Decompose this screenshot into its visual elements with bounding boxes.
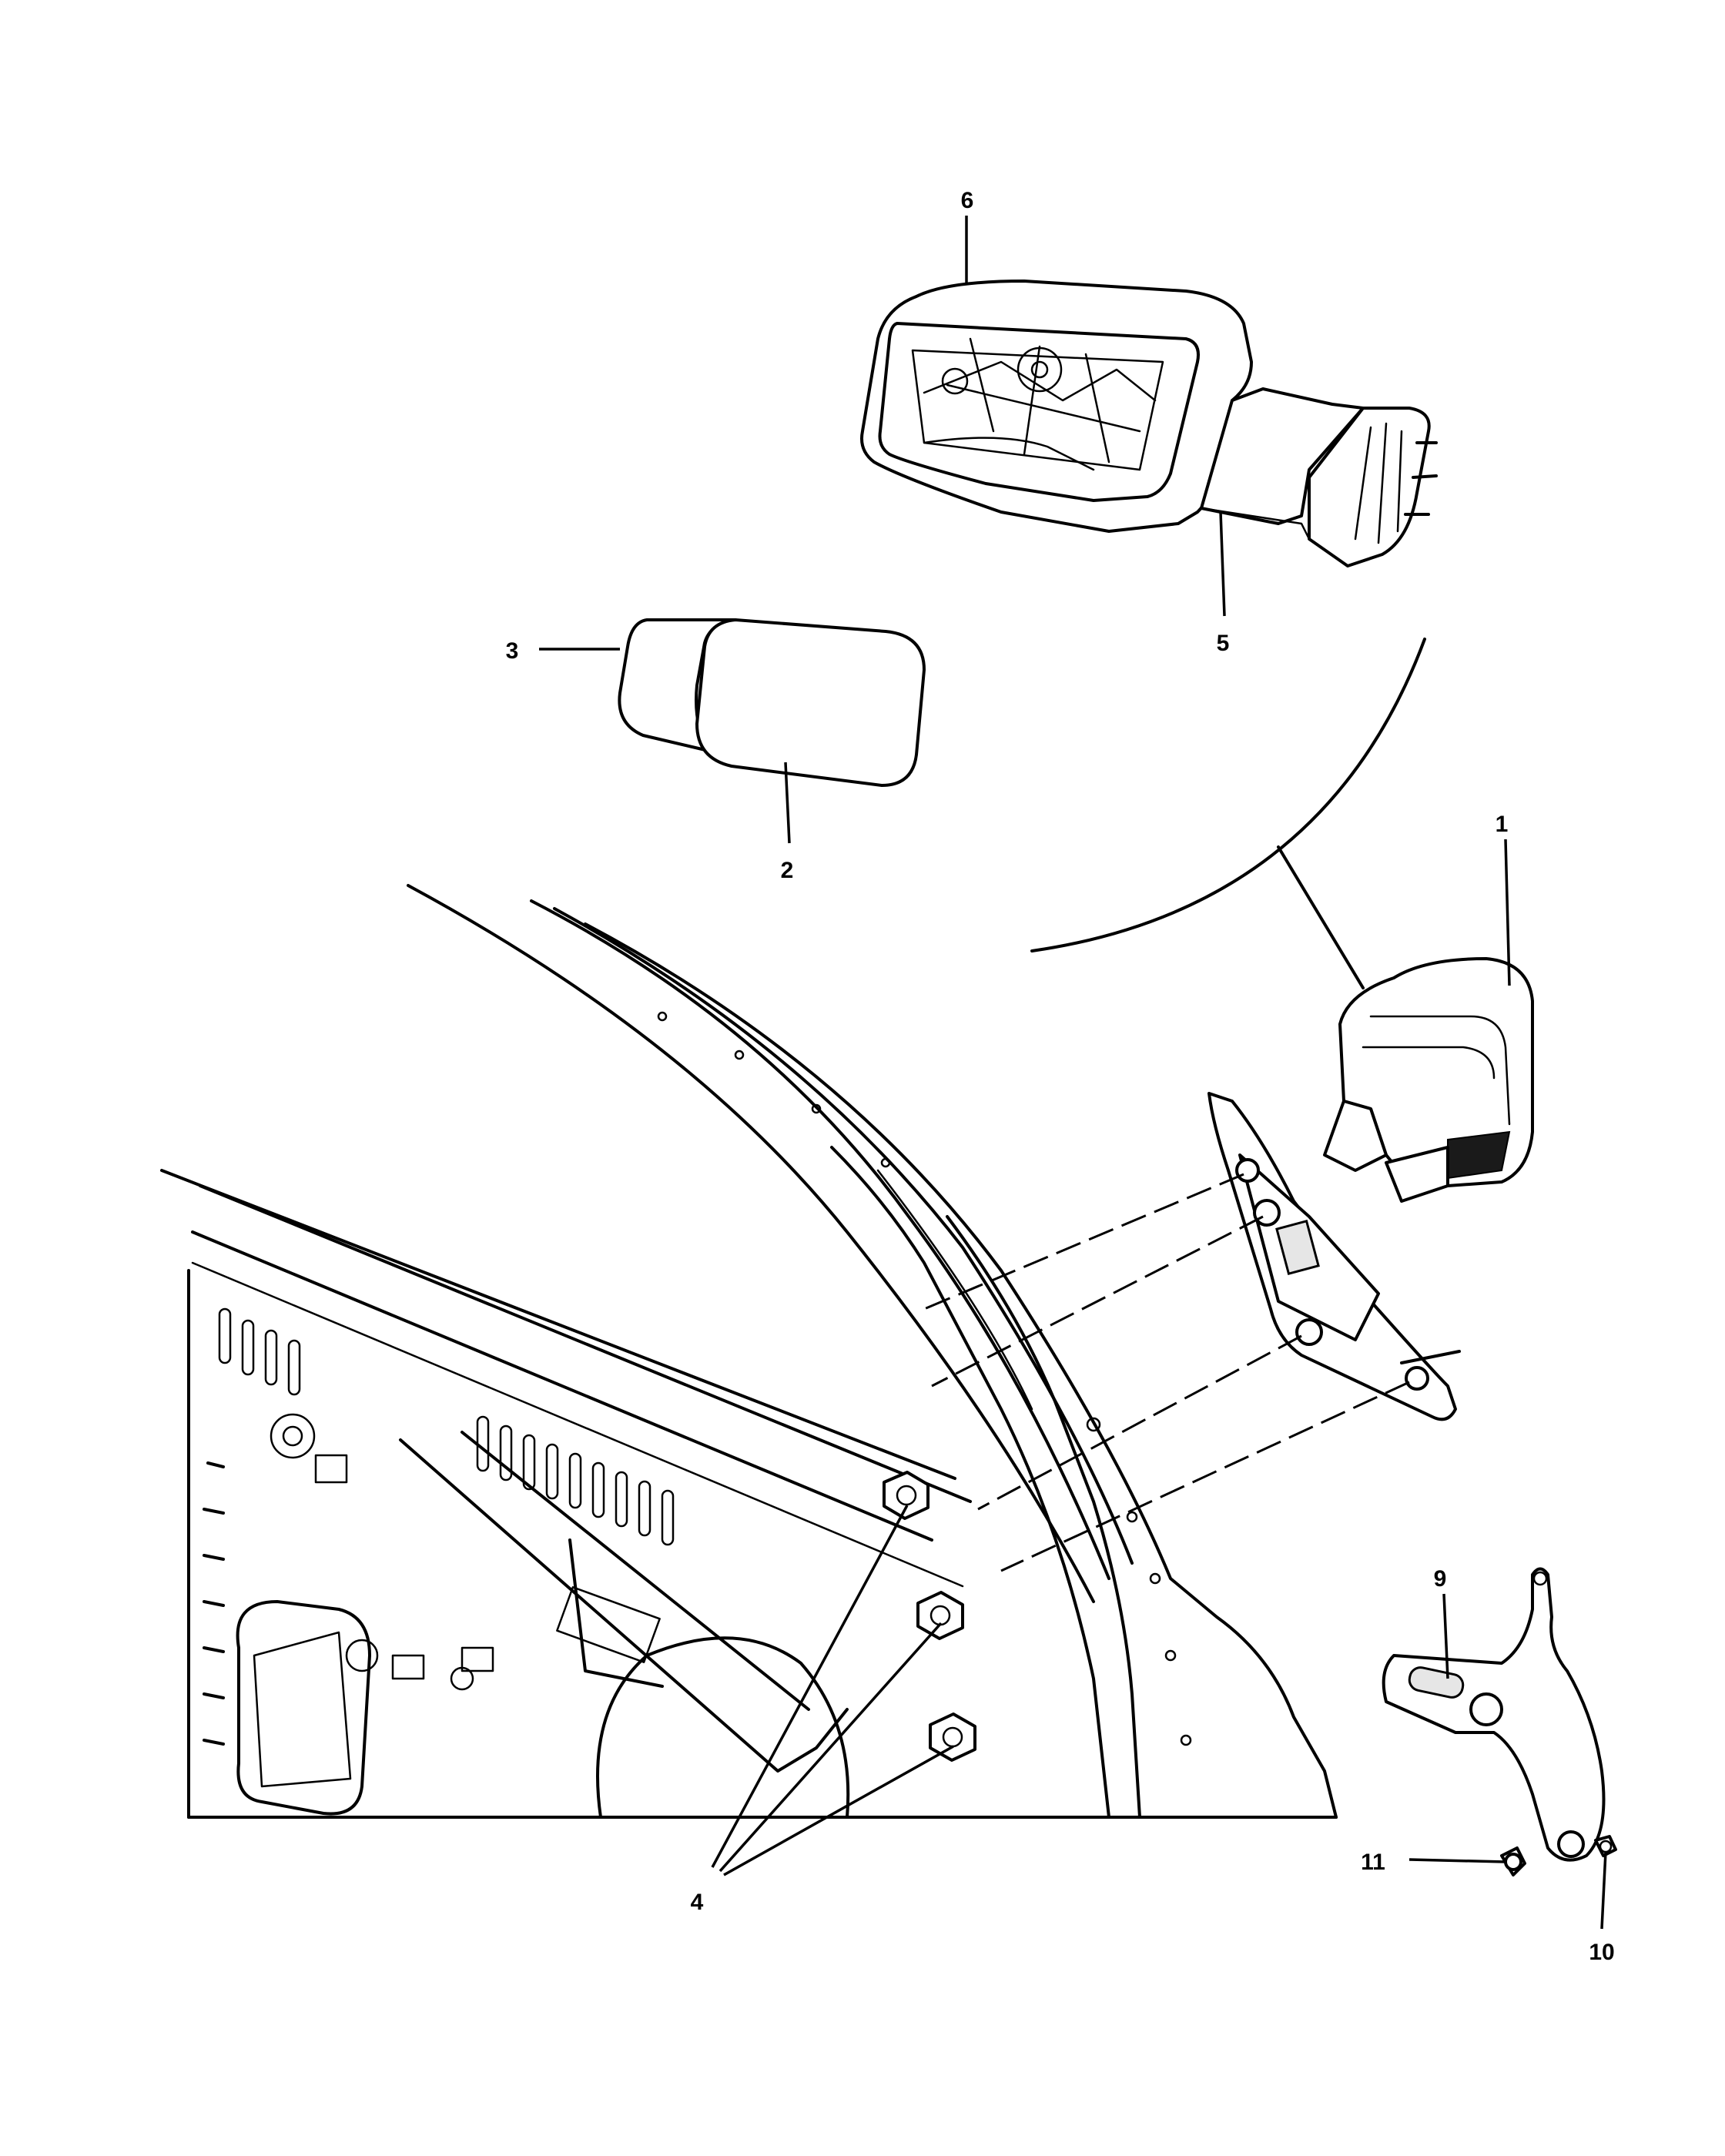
clip-nut: [1594, 1835, 1617, 1857]
callout-9: 9: [1434, 1566, 1447, 1592]
callout-3: 3: [506, 638, 519, 664]
mounting-plate: [1208, 1092, 1461, 1421]
callout-2: 2: [781, 858, 794, 883]
nut-middle: [916, 1591, 964, 1640]
callout-6: 6: [961, 188, 974, 213]
mirror-housing: [860, 280, 1438, 567]
mirror-assembly: [1323, 957, 1534, 1203]
callout-10: 10: [1589, 1940, 1614, 1965]
nut-lower: [929, 1712, 976, 1762]
mounting-nuts: [883, 1471, 976, 1762]
mirror-glass: [695, 618, 926, 787]
door-frame: [160, 884, 1338, 1819]
exploded-view-leader: [1277, 845, 1365, 989]
callout-5: 5: [1217, 631, 1230, 656]
bracket: [1382, 1567, 1606, 1862]
nut-upper: [883, 1471, 929, 1520]
callout-4: 4: [691, 1890, 704, 1915]
callout-11: 11: [1361, 1850, 1385, 1875]
callout-1: 1: [1496, 812, 1509, 837]
leader-lines: [539, 216, 1607, 1930]
exploded-view-arc: [1030, 638, 1426, 952]
